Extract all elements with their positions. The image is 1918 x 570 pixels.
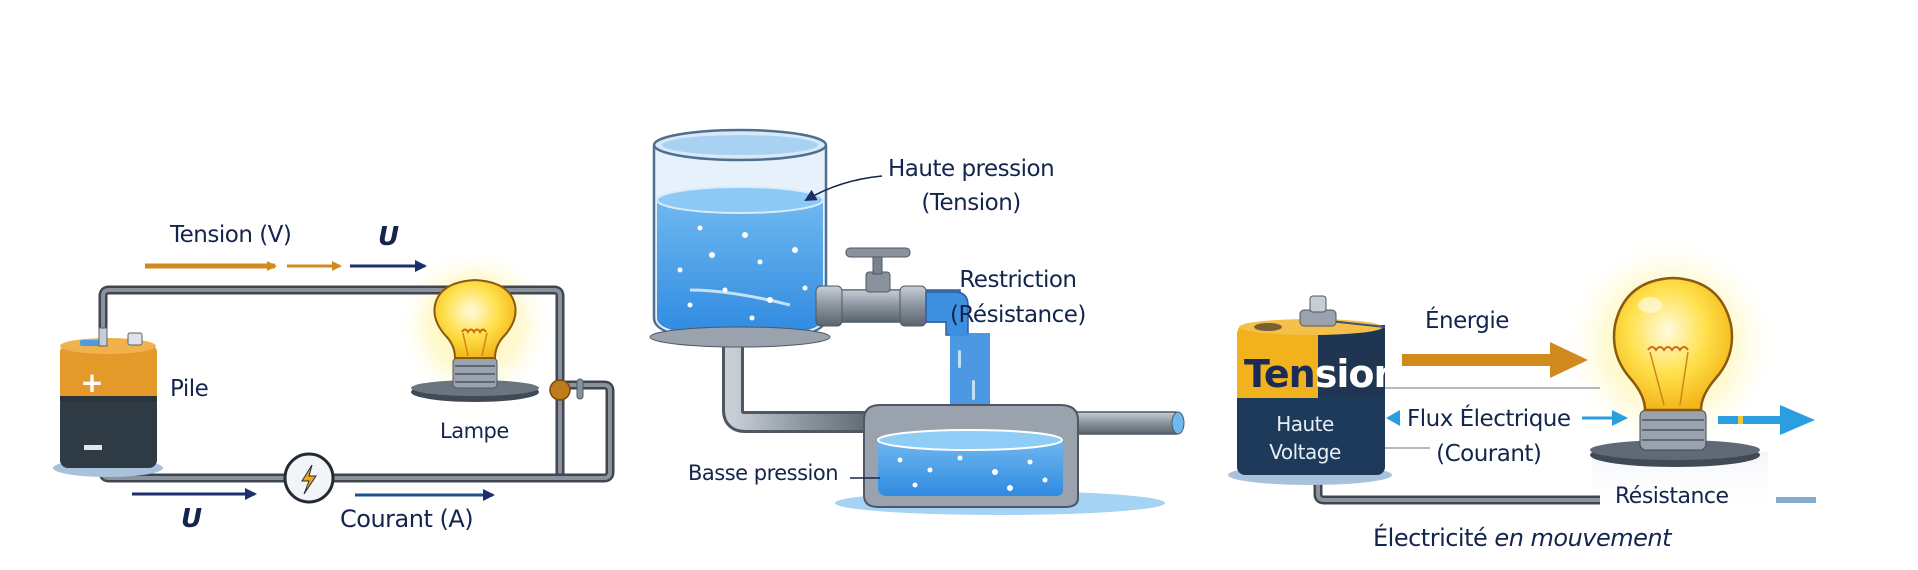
lamp-bulb-icon bbox=[411, 278, 539, 402]
resistance-bulb-icon bbox=[1590, 276, 1760, 467]
battery-plus-sign: + bbox=[80, 366, 103, 399]
high-pressure-line1: Haute pression bbox=[888, 156, 1055, 182]
valve-icon bbox=[815, 247, 927, 327]
battery-label: Pile bbox=[170, 376, 209, 402]
return-pipe bbox=[722, 335, 880, 433]
energy-arrow-head bbox=[1550, 342, 1588, 378]
energy-arrow-shaft bbox=[1402, 354, 1554, 366]
u-label-top: U bbox=[378, 222, 399, 252]
resistance-label: Résistance bbox=[1615, 484, 1729, 509]
battery-voltage-line2: Voltage bbox=[1269, 440, 1341, 464]
low-pressure-label: Basse pression bbox=[688, 461, 839, 485]
circuit-panel: + bbox=[53, 245, 615, 504]
battery-tension-title: Tension bbox=[1244, 352, 1401, 396]
ammeter-icon bbox=[283, 452, 335, 504]
energy-label: Énergie bbox=[1425, 308, 1509, 334]
flux-line1: Flux Électrique bbox=[1407, 406, 1571, 432]
battery-voltage-label: Haute Voltage bbox=[1250, 410, 1360, 466]
resistance-right-wire bbox=[1776, 497, 1816, 503]
flux-label: Flux Électrique (Courant) bbox=[1407, 402, 1571, 472]
resistance-pedestal bbox=[1592, 452, 1768, 515]
circuit-wire-top-inner bbox=[101, 288, 562, 475]
caption-italic: en mouvement bbox=[1494, 524, 1672, 552]
high-pressure-pointer bbox=[804, 175, 883, 202]
water-tank bbox=[649, 128, 831, 348]
tension-battery-icon bbox=[1228, 295, 1392, 485]
restriction-line1: Restriction bbox=[959, 267, 1077, 293]
high-pressure-line2: (Tension) bbox=[921, 190, 1021, 216]
flux-line2: (Courant) bbox=[1436, 441, 1542, 467]
high-pressure-label: Haute pression (Tension) bbox=[888, 152, 1055, 220]
switch-lever bbox=[576, 378, 584, 400]
water-analogy-panel bbox=[649, 128, 1185, 515]
battery-tension-title-part2: sion bbox=[1314, 352, 1401, 396]
spout-elbow bbox=[925, 291, 969, 336]
battery-minus-sign bbox=[84, 445, 102, 450]
caption-regular: Électricité bbox=[1373, 524, 1488, 552]
outgoing-arrow-head bbox=[1780, 405, 1815, 435]
circuit-junction bbox=[549, 379, 571, 401]
battery-icon: + bbox=[53, 327, 163, 477]
restriction-line2: (Résistance) bbox=[950, 302, 1086, 328]
outgoing-arrow-shaft bbox=[1718, 416, 1784, 424]
flow-panel bbox=[1228, 235, 1816, 515]
restriction-label: Restriction (Résistance) bbox=[950, 263, 1086, 333]
flux-arrow-right-head bbox=[1612, 410, 1628, 426]
lamp-label: Lampe bbox=[440, 419, 509, 443]
battery-voltage-line1: Haute bbox=[1276, 412, 1334, 436]
caption: Électricité en mouvement bbox=[1373, 524, 1672, 552]
battery-tension-title-part1: Ten bbox=[1244, 352, 1316, 396]
lower-basin bbox=[835, 404, 1165, 515]
flux-arrow-left bbox=[1386, 410, 1400, 426]
current-label: Courant (A) bbox=[340, 505, 474, 533]
tension-label: Tension (V) bbox=[170, 222, 292, 248]
u-label-bottom: U bbox=[181, 504, 202, 534]
